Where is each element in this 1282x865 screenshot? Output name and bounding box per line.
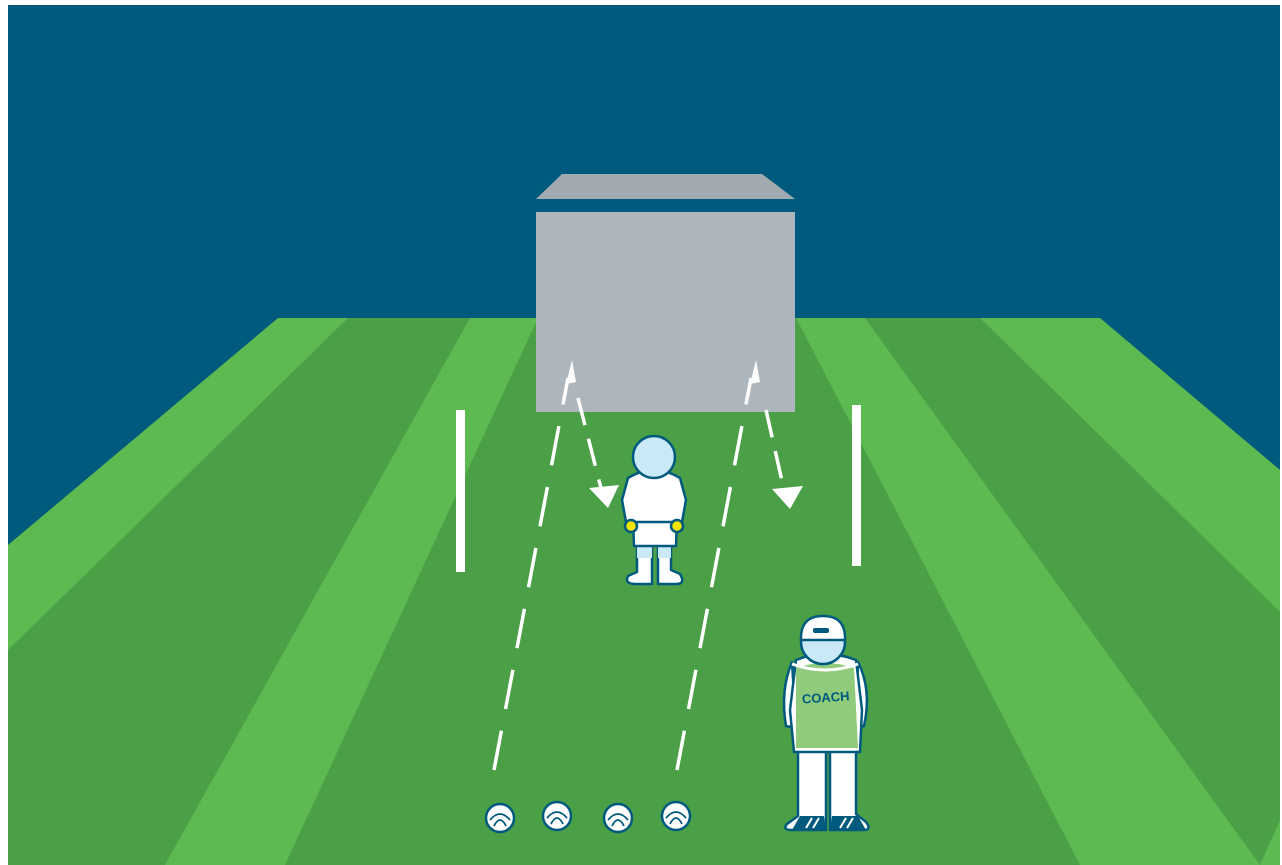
- marker-pole-icon: [852, 405, 861, 566]
- marker-pole-icon: [456, 410, 465, 572]
- ball-icon: [662, 802, 690, 830]
- ball-icon: [543, 802, 571, 830]
- ball-icon: [604, 804, 632, 832]
- ball-icon: [486, 804, 514, 832]
